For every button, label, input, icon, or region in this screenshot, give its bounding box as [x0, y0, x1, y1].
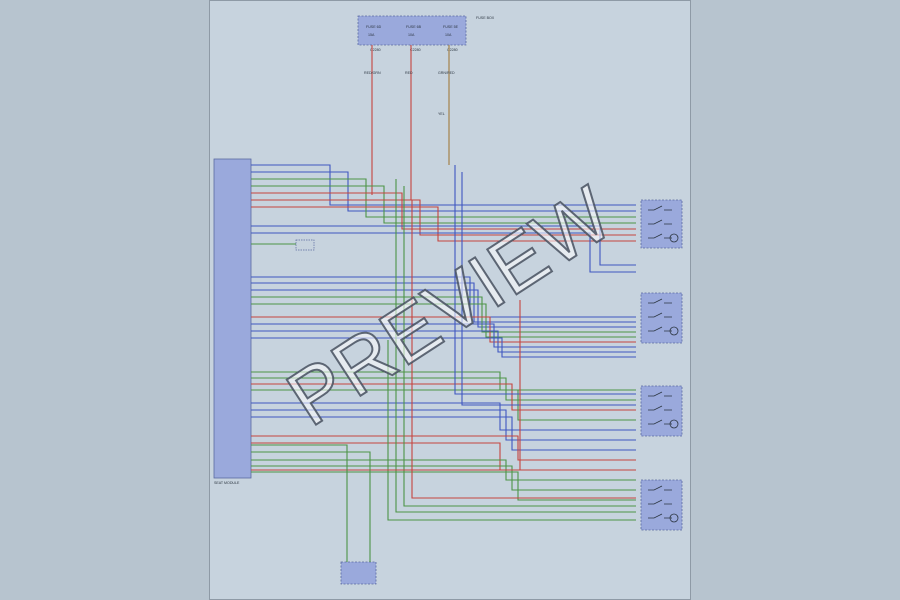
- switch-contact-icon: [648, 298, 672, 304]
- fuse-wire-label: RED/GRN: [364, 71, 381, 75]
- wire: [251, 199, 636, 236]
- switch-contact-icon: [648, 205, 672, 211]
- switch-box-1: [640, 199, 683, 249]
- switch-box-4: [640, 479, 683, 531]
- fuse-name: FUSE 5E: [443, 25, 459, 29]
- module-label: SEAT MODULE: [214, 481, 240, 485]
- switch-contact-icon: [648, 391, 672, 397]
- wire: [251, 409, 636, 441]
- wire: [251, 296, 636, 333]
- svg-text:FUSE BOX: FUSE BOX: [476, 16, 495, 20]
- wire: [251, 465, 636, 491]
- switch-contact-icon: [648, 499, 672, 505]
- fuse-connector: C2280: [447, 48, 458, 52]
- wire: [251, 303, 636, 338]
- wire: [251, 371, 636, 391]
- switch-symbols: [648, 205, 679, 523]
- fuse-amps: 10A: [408, 33, 415, 37]
- fuse-connector: C2280: [370, 48, 381, 52]
- switch-lamp-icon: [669, 419, 679, 429]
- wire: [251, 232, 636, 273]
- fuse-wire-label: YEL: [438, 112, 445, 116]
- wire: [251, 337, 636, 358]
- fuse-amps: 10A: [445, 33, 452, 37]
- fuse-amps: 15A: [368, 33, 375, 37]
- ground-block: [340, 561, 377, 585]
- wire: [251, 323, 636, 348]
- wire: [251, 383, 636, 411]
- wire: [251, 300, 521, 471]
- wire: [251, 225, 636, 266]
- switch-contact-icon: [648, 405, 672, 411]
- wire: [251, 178, 636, 218]
- wire: [387, 340, 636, 521]
- fuse-box: FUSE 6D 15A C2280 FUSE 6B 10A C2280 FUSE 5E 10A…: [357, 15, 495, 52]
- wire: [395, 179, 636, 513]
- switch-contact-icon: [648, 485, 672, 491]
- inline-connector: [295, 239, 315, 251]
- wire: [251, 192, 636, 230]
- wire: [454, 165, 636, 395]
- fuse-name: FUSE 6D: [366, 25, 382, 29]
- wire: [251, 164, 636, 206]
- wire: [251, 377, 636, 401]
- fuse-name: FUSE 6B: [406, 25, 422, 29]
- wire: [251, 471, 636, 501]
- wire: [411, 200, 636, 499]
- wire: [251, 451, 371, 562]
- switch-contact-icon: [648, 513, 672, 519]
- switch-contact-icon: [648, 312, 672, 318]
- switch-lamp-icon: [669, 326, 679, 336]
- fuse-wire-label: RED: [405, 71, 413, 75]
- switch-contact-icon: [648, 219, 672, 225]
- switch-contact-icon: [648, 419, 672, 425]
- switch-box-2: [640, 292, 683, 344]
- seat-control-module: [213, 158, 252, 479]
- wire: [251, 206, 636, 242]
- switch-contact-icon: [648, 233, 672, 239]
- fuse-wire-label: GRN/RED: [438, 71, 455, 75]
- switch-box-3: [640, 385, 683, 437]
- wire: [251, 282, 636, 323]
- switch-lamp-icon: [669, 233, 679, 243]
- wire-group: RED/GRN RED GRN/RED YEL: [251, 45, 636, 562]
- wire: [461, 172, 636, 406]
- wire: [251, 316, 636, 343]
- wire: [251, 442, 636, 471]
- switch-lamp-icon: [669, 513, 679, 523]
- wire: [251, 289, 636, 328]
- wire: [403, 186, 636, 507]
- wire: [251, 444, 348, 562]
- wire: [251, 435, 636, 461]
- wire: [251, 416, 636, 451]
- switch-contact-icon: [648, 326, 672, 332]
- wire: [251, 330, 636, 353]
- wire: [251, 171, 636, 212]
- fuse-connector: C2280: [410, 48, 421, 52]
- wire: [251, 185, 636, 224]
